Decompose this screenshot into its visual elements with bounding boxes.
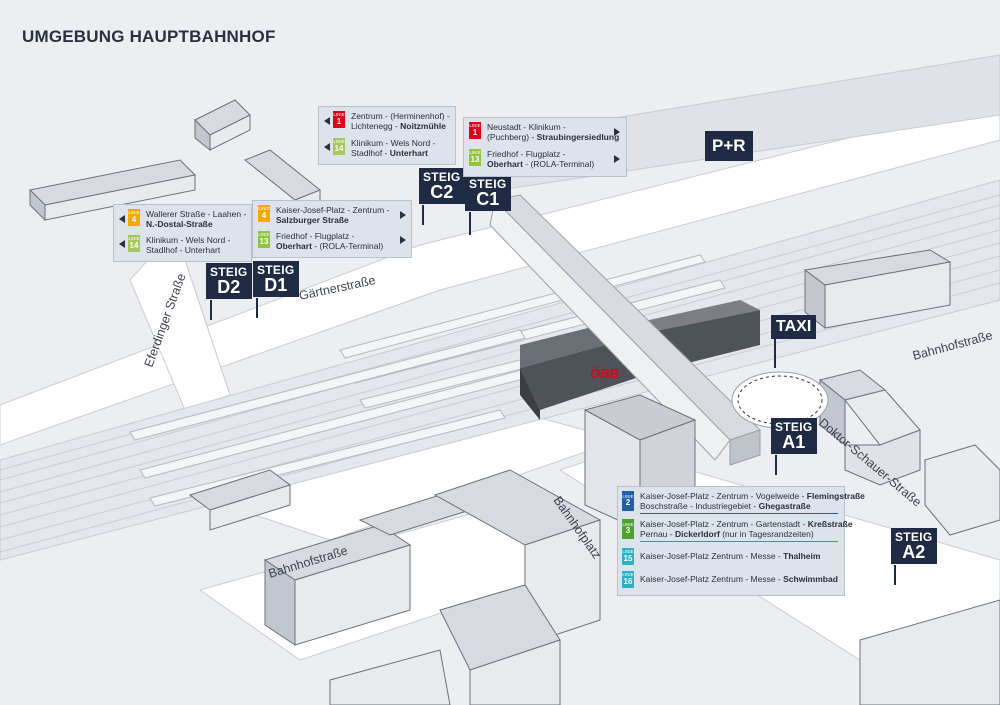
taxi-sign: TAXI <box>771 315 817 339</box>
route-text: Kaiser-Josef-Platz - Zentrum - Gartensta… <box>640 519 853 539</box>
stop-id: D2 <box>217 277 241 297</box>
stop-id: C2 <box>430 182 454 202</box>
line-2-underline <box>640 513 838 514</box>
route-text: Friedhof - Flugplatz -Oberhart - (ROLA-T… <box>487 149 595 169</box>
route-text: Kaiser-Josef-Platz - Zentrum -Salzburger… <box>276 205 390 225</box>
arrow-right-icon <box>400 236 406 244</box>
route-text: Kaiser-Josef-Platz Zentrum - Messe - Tha… <box>640 551 821 561</box>
arrow-left-icon <box>119 240 125 248</box>
route-text: Kaiser-Josef-Platz Zentrum - Messe - Sch… <box>640 574 838 584</box>
stop-sign-a2[interactable]: STEIG A2 <box>891 528 937 564</box>
route-text: Neustadt - Klinikum -(Puchberg) - Straub… <box>487 122 620 142</box>
buildings <box>28 99 1000 705</box>
stop-word: STEIG <box>210 265 248 279</box>
stop-id: C1 <box>476 189 500 209</box>
oebb-logo: ÖBB <box>590 366 619 381</box>
arrow-right-icon <box>614 155 620 163</box>
stop-word: STEIG <box>423 170 461 184</box>
route-text: Friedhof - Flugplatz -Oberhart - (ROLA-T… <box>276 231 384 251</box>
stop-word: STEIG <box>469 177 507 191</box>
stop-word: STEIG <box>257 263 295 277</box>
arrow-left-icon <box>119 215 125 223</box>
stop-id: A2 <box>902 542 926 562</box>
route-text: Kaiser-Josef-Platz - Zentrum - Vogelweid… <box>640 491 865 511</box>
route-text: Klinikum - Wels Nord -Stadlhof - Unterha… <box>146 235 231 255</box>
arrow-left-icon <box>324 143 330 151</box>
arrow-right-icon <box>614 128 620 136</box>
route-text: Wallerer Straße - Laahen -N.-Dostal-Stra… <box>146 209 247 229</box>
stop-sign-c1[interactable]: STEIG C1 <box>465 175 511 211</box>
park-and-ride-sign: P+R <box>705 131 753 161</box>
arrow-right-icon <box>400 211 406 219</box>
line-3-underline <box>640 541 838 542</box>
route-text: Zentrum - (Herminenhof) -Lichtenegg - No… <box>351 111 450 131</box>
stop-sign-d1[interactable]: STEIG D1 <box>253 261 299 297</box>
stop-id: A1 <box>782 432 806 452</box>
stop-word: STEIG <box>775 420 813 434</box>
stop-sign-a1[interactable]: STEIG A1 <box>771 418 817 454</box>
arrow-left-icon <box>324 117 330 125</box>
stop-sign-d2[interactable]: STEIG D2 <box>206 263 252 299</box>
page-title: UMGEBUNG HAUPTBAHNHOF <box>22 27 276 46</box>
stop-word: STEIG <box>895 530 933 544</box>
roundabout <box>731 371 829 429</box>
stop-id: D1 <box>264 275 288 295</box>
stop-sign-c2[interactable]: STEIG C2 <box>419 168 465 204</box>
route-text: Klinikum - Wels Nord -Stadlhof - Unterha… <box>351 138 436 158</box>
pedestrian-bridge <box>489 194 761 466</box>
